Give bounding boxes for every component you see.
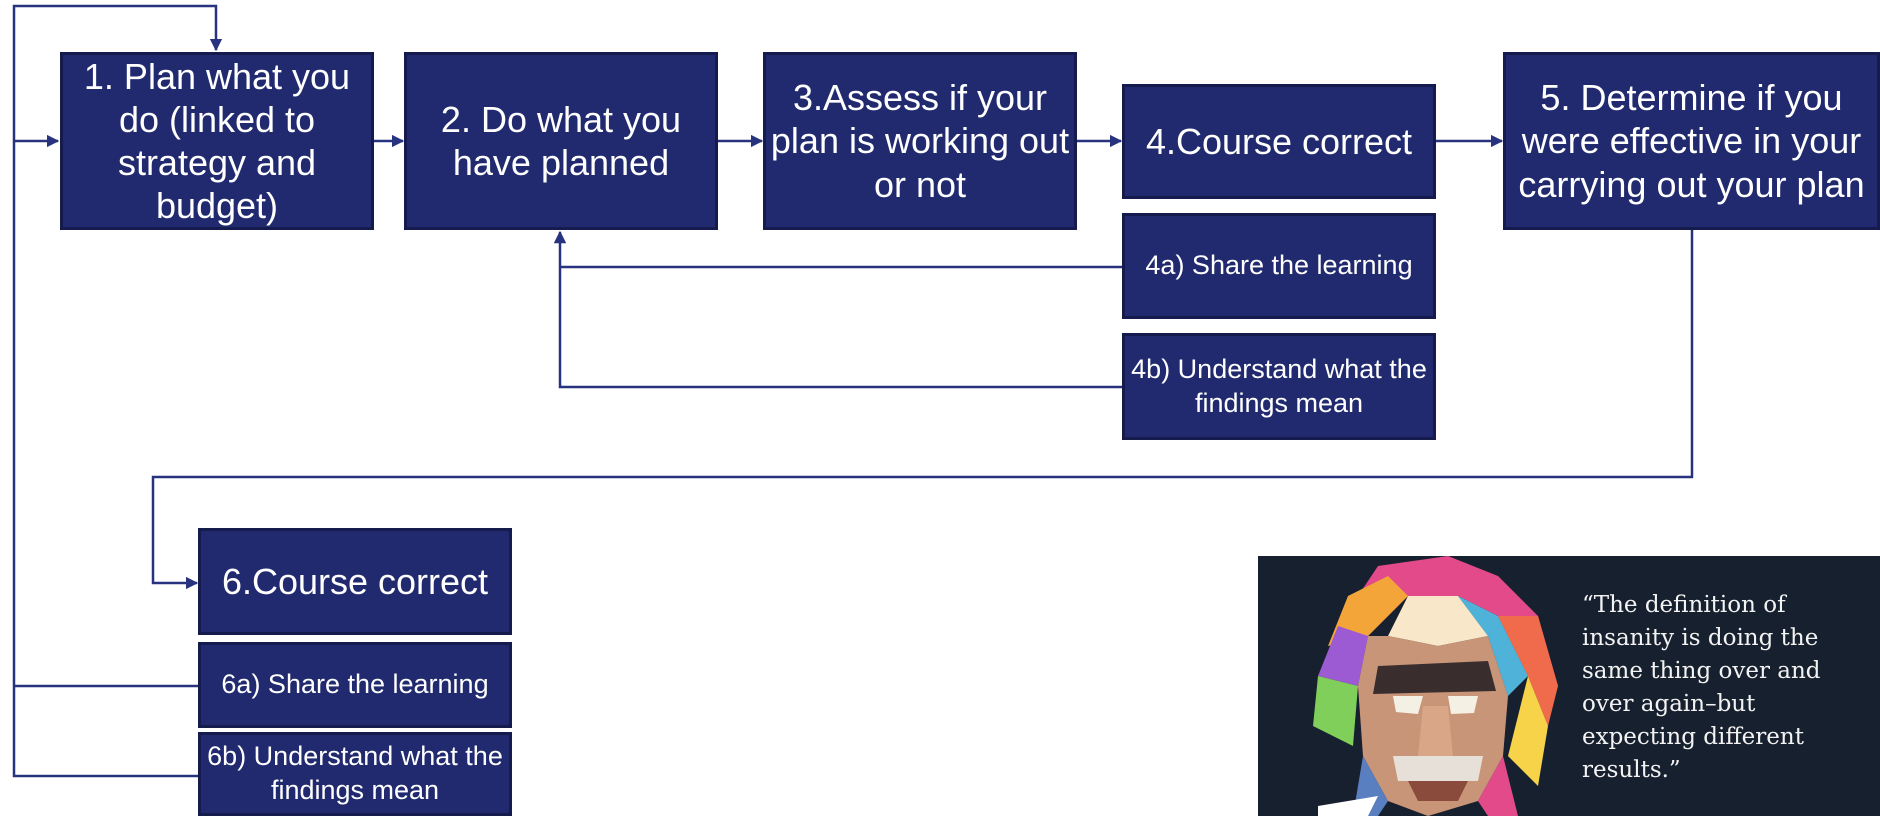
quote-card: “The definition of insanity is doing the… bbox=[1258, 556, 1880, 816]
step-1-label: 1. Plan what you do (linked to strategy … bbox=[83, 55, 351, 227]
step-2-box: 2. Do what you have planned bbox=[404, 52, 718, 230]
step-3-label: 3.Assess if your plan is working out or … bbox=[770, 77, 1070, 205]
step-4a-label: 4a) Share the learning bbox=[1145, 250, 1413, 281]
step-6-label: 6.Course correct bbox=[221, 560, 489, 602]
einstein-portrait bbox=[1313, 556, 1558, 816]
step-1-box: 1. Plan what you do (linked to strategy … bbox=[60, 52, 374, 230]
arrow-5-to-6 bbox=[151, 228, 1694, 590]
step-6a-box: 6a) Share the learning bbox=[198, 642, 512, 728]
quote-text: “The definition of insanity is doing the… bbox=[1582, 592, 1821, 783]
step-6b-box: 6b) Understand what the findings mean bbox=[198, 732, 512, 816]
step-6b-label: 6b) Understand what the findings mean bbox=[207, 741, 503, 805]
step-6-box: 6.Course correct bbox=[198, 528, 512, 635]
step-4a-box: 4a) Share the learning bbox=[1122, 213, 1436, 319]
step-4-label: 4.Course correct bbox=[1145, 120, 1413, 162]
step-6a-label: 6a) Share the learning bbox=[221, 669, 489, 700]
loop-line-6b bbox=[12, 4, 223, 778]
step-4-box: 4.Course correct bbox=[1122, 84, 1436, 199]
step-4b-box: 4b) Understand what the findings mean bbox=[1122, 333, 1436, 440]
feedback-line-4b bbox=[553, 230, 1124, 389]
step-3-box: 3.Assess if your plan is working out or … bbox=[763, 52, 1077, 230]
step-5-box: 5. Determine if you were effective in yo… bbox=[1503, 52, 1880, 230]
step-5-label: 5. Determine if you were effective in yo… bbox=[1518, 77, 1865, 205]
step-4b-label: 4b) Understand what the findings mean bbox=[1131, 353, 1427, 418]
step-2-label: 2. Do what you have planned bbox=[440, 98, 682, 183]
